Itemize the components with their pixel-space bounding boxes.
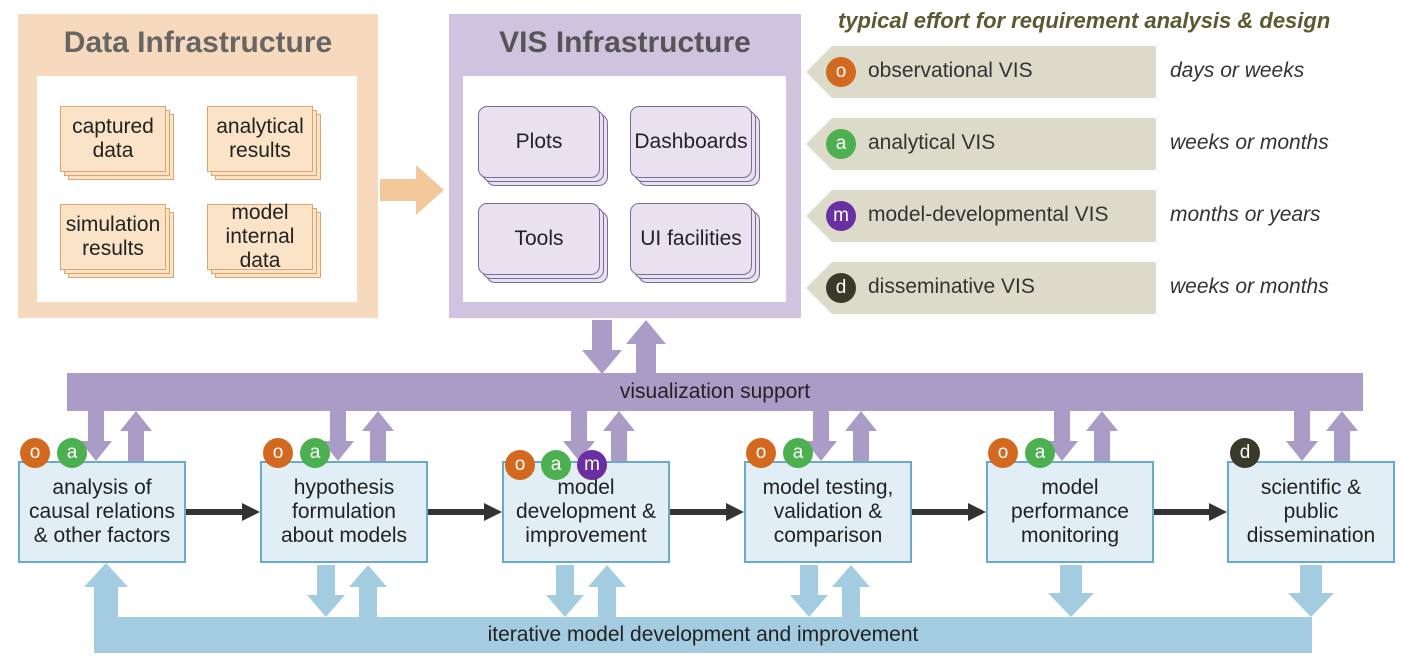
support-stage-arrows-1	[80, 411, 152, 461]
vis-item-dashboards: Dashboards	[630, 106, 760, 186]
stage-badge-o: o	[505, 450, 535, 480]
vis-item-ui-facilities: UI facilities	[630, 203, 760, 283]
support-stage-arrows-2	[322, 411, 394, 461]
support-stage-arrows-6	[1286, 411, 1358, 461]
disseminative-badge: d	[826, 273, 856, 303]
stage-iter-arrows-4	[790, 565, 870, 617]
stage-dissemination: scientific & public dissemination	[1227, 461, 1395, 563]
stage-badge-o: o	[746, 438, 776, 468]
effort-bar-analytical	[806, 118, 1156, 170]
data-to-vis-arrow	[380, 165, 444, 215]
model-developmental-badge: m	[826, 201, 856, 231]
stage-iter-arrow-5	[1048, 565, 1094, 617]
visualization-support-bar	[67, 373, 1363, 411]
effort-bar-model-developmental	[806, 190, 1156, 242]
stage-badge-o: o	[20, 438, 50, 468]
flow-arrow-3	[670, 503, 744, 521]
stage-label: model performance monitoring	[1011, 476, 1129, 547]
stage-performance-monitoring: model performance monitoring	[986, 461, 1154, 563]
data-item-label: model internal data	[225, 201, 295, 272]
stage-badge-d: d	[1230, 438, 1260, 468]
flow-arrow-5	[1154, 503, 1227, 521]
data-item-model-internal: model internal data	[207, 201, 321, 278]
stage-badge-a: a	[57, 438, 87, 468]
visualization-support-label: visualization support	[619, 380, 811, 403]
vis-infrastructure-title: VIS Infrastructure	[499, 26, 751, 59]
data-infrastructure-title: Data Infrastructure	[63, 26, 333, 59]
iterative-bar	[94, 617, 1312, 653]
stage-iter-arrow-6	[1288, 565, 1334, 617]
effort-bar-disseminative	[806, 262, 1156, 314]
vis-item-plots: Plots	[478, 106, 608, 186]
support-stage-arrows-3	[563, 411, 635, 461]
data-item-label: captured data	[72, 115, 154, 162]
loop-back-arrow	[84, 563, 128, 619]
effort-row-duration: months or years	[1170, 203, 1321, 226]
effort-row-label: disseminative VIS	[868, 275, 1035, 298]
stage-label: model testing, validation & comparison	[762, 476, 894, 547]
flow-arrow-2	[428, 503, 502, 521]
data-item-simulation: simulation results	[60, 204, 174, 278]
effort-row-duration: weeks or months	[1170, 131, 1329, 154]
effort-heading: typical effort for requirement analysis …	[838, 8, 1331, 33]
effort-row-duration: days or weeks	[1170, 59, 1305, 82]
stage-badge-a: a	[300, 438, 330, 468]
stage-badge-o: o	[263, 438, 293, 468]
data-item-label: analytical results	[216, 115, 304, 162]
effort-row-duration: weeks or months	[1170, 275, 1329, 298]
stage-label: hypothesis formulation about models	[280, 476, 408, 547]
data-item-captured: captured data	[60, 106, 174, 180]
effort-row-label: model-developmental VIS	[868, 203, 1109, 226]
iterative-label: iterative model development and improvem…	[487, 623, 919, 646]
stage-model-testing: model testing, validation & comparison	[744, 461, 912, 563]
vis-item-label: Plots	[515, 130, 563, 153]
support-stage-arrows-5	[1046, 411, 1118, 461]
effort-bar-observational	[806, 46, 1156, 98]
stage-label: scientific & public dissemination	[1246, 476, 1376, 547]
vis-item-label: Dashboards	[634, 130, 748, 153]
observational-badge: o	[826, 57, 856, 87]
support-stage-arrows-4	[805, 411, 877, 461]
stage-badge-o: o	[988, 438, 1018, 468]
stage-label: analysis of causal relations & other fac…	[29, 476, 175, 547]
data-item-analytical: analytical results	[207, 106, 321, 180]
effort-row-label: analytical VIS	[868, 131, 996, 154]
stage-badge-a: a	[1025, 438, 1055, 468]
stage-hypothesis: hypothesis formulation about models	[260, 461, 428, 563]
analytical-badge: a	[826, 129, 856, 159]
stage-analysis: analysis of causal relations & other fac…	[18, 461, 186, 563]
data-item-label: simulation results	[65, 213, 161, 260]
flow-arrow-4	[912, 503, 986, 521]
vis-item-label: UI facilities	[640, 227, 742, 250]
vis-item-tools: Tools	[478, 203, 608, 283]
vis-support-arrows	[582, 320, 666, 374]
stage-iter-arrows-3	[546, 565, 626, 617]
stage-badge-a: a	[541, 450, 571, 480]
stage-badge-a: a	[783, 438, 813, 468]
stage-badge-m: m	[577, 450, 607, 480]
flow-arrow-1	[186, 503, 260, 521]
stage-label: model development & improvement	[515, 476, 657, 547]
effort-row-label: observational VIS	[868, 59, 1033, 82]
stage-iter-arrows-2	[307, 565, 387, 617]
vis-item-label: Tools	[514, 227, 564, 250]
